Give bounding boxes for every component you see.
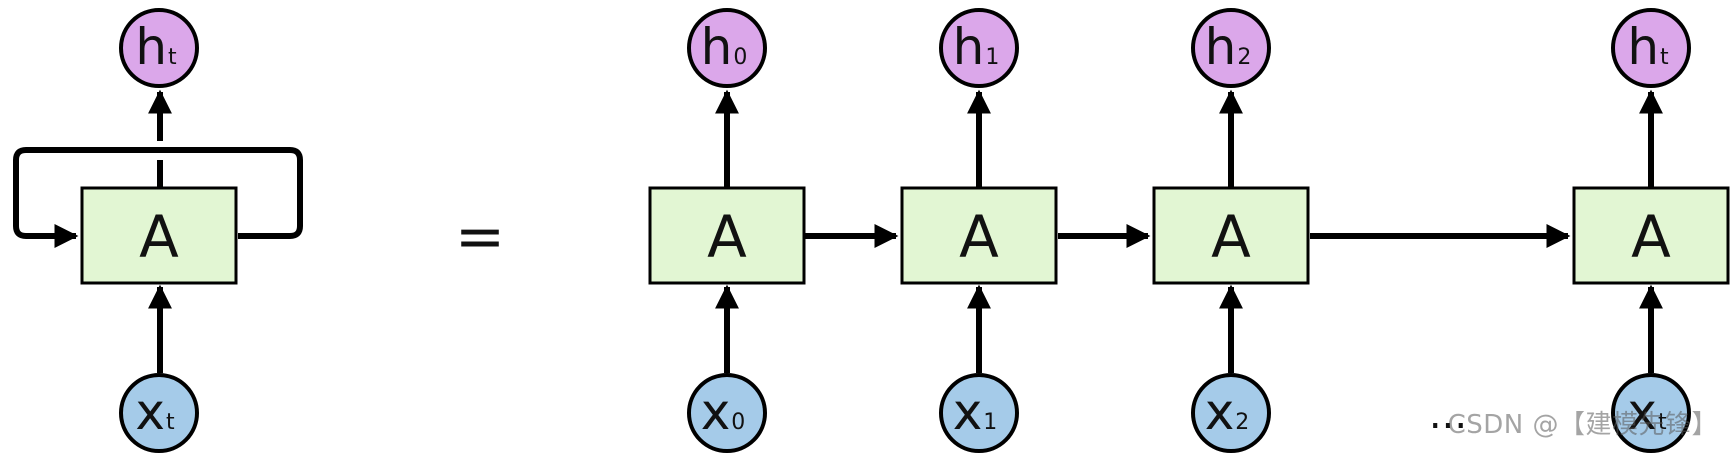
rnn-cell-label: A	[139, 203, 179, 271]
input-label: xt	[1627, 383, 1667, 441]
output-node	[119, 8, 199, 88]
ellipsis: ...	[1429, 392, 1467, 438]
step-1: A h1 x1	[900, 8, 1058, 453]
output-label: h2	[1205, 18, 1252, 76]
rnn-cell-box	[900, 186, 1058, 285]
output-node	[1611, 8, 1691, 88]
rnn-cell-label: A	[1211, 203, 1251, 271]
watermark: CSDN @【建模先锋】	[1447, 410, 1718, 440]
input-label: x1	[953, 383, 998, 441]
rnn-cell-label: A	[1631, 203, 1671, 271]
input-label: x2	[1205, 383, 1250, 441]
step-2: A h2 x2	[1152, 8, 1310, 453]
input-node	[1611, 373, 1691, 453]
output-label: h0	[701, 18, 748, 76]
output-node	[1191, 8, 1271, 88]
output-node	[939, 8, 1019, 88]
rnn-cell-label: A	[707, 203, 747, 271]
input-node	[119, 373, 199, 453]
input-label: x0	[701, 383, 746, 441]
output-label: ht	[135, 18, 177, 76]
equals-sign: =	[455, 202, 505, 272]
rnn-cell-box	[1152, 186, 1310, 285]
unrolled-rnn: A h0 x0 A h1 x1	[648, 8, 1730, 453]
recurrent-loop-arrow	[13, 147, 303, 248]
input-node	[687, 373, 767, 453]
input-node	[939, 373, 1019, 453]
output-label: h1	[953, 18, 1000, 76]
rnn-cell-label: A	[959, 203, 999, 271]
rnn-cell-box	[1572, 186, 1730, 285]
rolled-rnn: A ht xt	[13, 8, 303, 453]
rnn-cell-box	[648, 186, 806, 285]
step-0: A h0 x0	[648, 8, 806, 453]
input-node	[1191, 373, 1271, 453]
output-node	[687, 8, 767, 88]
rnn-cell-box	[80, 186, 238, 285]
output-label: ht	[1627, 18, 1669, 76]
step-t: A ht xt	[1572, 8, 1730, 453]
input-label: xt	[135, 383, 175, 441]
